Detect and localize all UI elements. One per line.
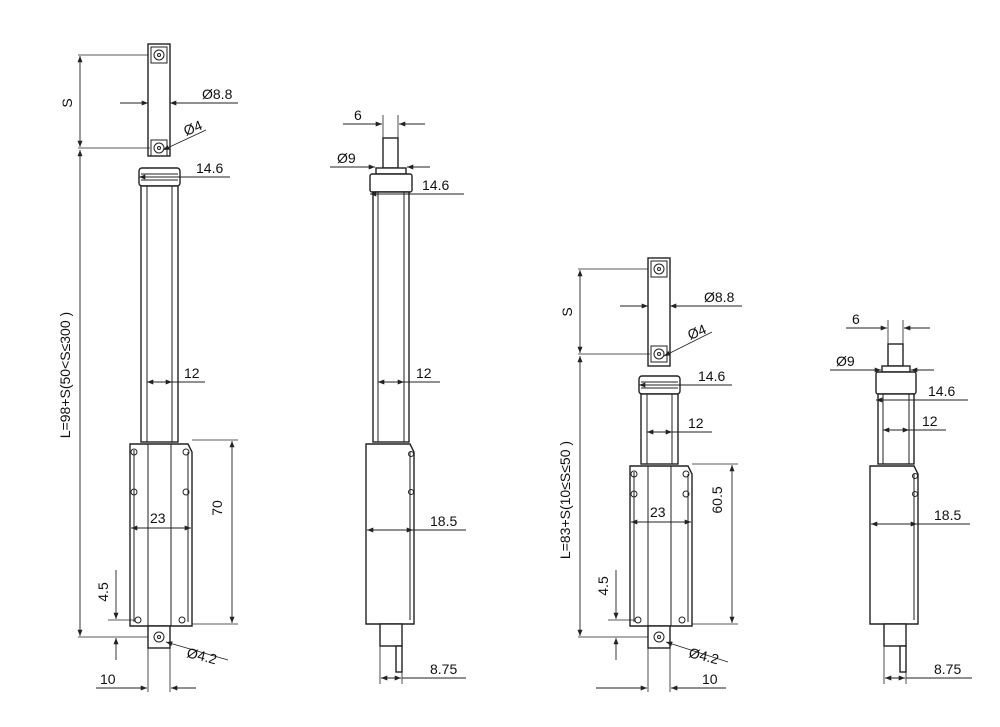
base-hole-diameter-label: Ø4.2 [687,644,721,667]
base-clevis [647,625,671,649]
motor-body [129,443,193,627]
body-length-label: 60.5 [709,486,725,513]
actuator-b-side-view [629,257,693,649]
rod-hole-diameter-label: Ø4 [181,117,205,139]
stroke-label: S [59,98,75,107]
rod-end-diameter-label: Ø8.8 [202,86,233,102]
total-length-label: L=83+S(10≤S≤50 ) [557,441,573,559]
actuator-a-side-dimensions: S L=98+S(50<S≤300 ) Ø8.8 Ø4 14.6 12 23 7… [57,54,238,692]
base-clevis [147,625,171,649]
rod-hole-diameter-label: Ø4 [685,321,709,343]
collar-width-label: 14.6 [422,177,449,193]
rod-end-diameter-label: Ø8.8 [704,289,735,305]
actuator-a-front-view [365,137,415,673]
body-length-label: 70 [209,500,225,516]
base-hole-diameter-label: Ø4.2 [185,644,219,667]
body-width-label: 23 [650,504,666,520]
actuator-a-side-view [129,43,193,649]
base-block [883,623,907,647]
collar [875,371,917,395]
tip-shoulder [375,167,407,175]
stroke-label: S [559,307,575,316]
base-pin [395,645,403,673]
tip-diameter-label: Ø9 [337,150,356,166]
collar-width-label: 14.6 [698,368,725,384]
collar-width-label: 14.6 [928,383,955,399]
collar [369,173,413,193]
tip-width-label: 6 [354,107,362,123]
base-block [379,623,403,647]
actuator-b-front-view [869,343,919,673]
hole-offset-label: 4.5 [95,582,111,602]
motor-body [869,465,919,625]
tip-width-label: 6 [852,311,860,327]
motor-body [629,465,693,627]
base-offset-label: 8.75 [934,661,961,677]
motor-body [365,443,415,625]
collar-width-label: 14.6 [196,160,223,176]
actuator-a-front-dimensions: 6 Ø9 14.6 12 18.5 8.75 [330,107,466,684]
rod-width-label: 12 [416,365,432,381]
actuator-b-side-dimensions: S L=83+S(10≤S≤50 ) Ø8.8 Ø4 14.6 12 23 60… [557,268,742,692]
rod-width-label: 12 [184,365,200,381]
rod-tip [887,343,904,367]
actuator-b-front-dimensions: 6 Ø9 14.6 12 18.5 8.75 [830,311,972,684]
rod-end-block [647,257,671,367]
base-offset-label: 8.75 [430,661,457,677]
rod-tube [372,191,410,443]
rod-tip [382,137,399,169]
body-width-label: 18.5 [430,513,457,529]
total-length-label: L=98+S(50<S≤300 ) [57,312,73,438]
rod-width-label: 12 [922,413,938,429]
rod-width-label: 12 [688,415,704,431]
base-pin [899,645,907,673]
body-width-label: 23 [150,510,166,526]
tip-shoulder [881,365,911,373]
hole-offset-label: 4.5 [595,576,611,596]
base-offset-label: 10 [100,671,116,687]
base-offset-label: 10 [702,671,718,687]
body-width-label: 18.5 [934,507,961,523]
tip-diameter-label: Ø9 [836,353,855,369]
